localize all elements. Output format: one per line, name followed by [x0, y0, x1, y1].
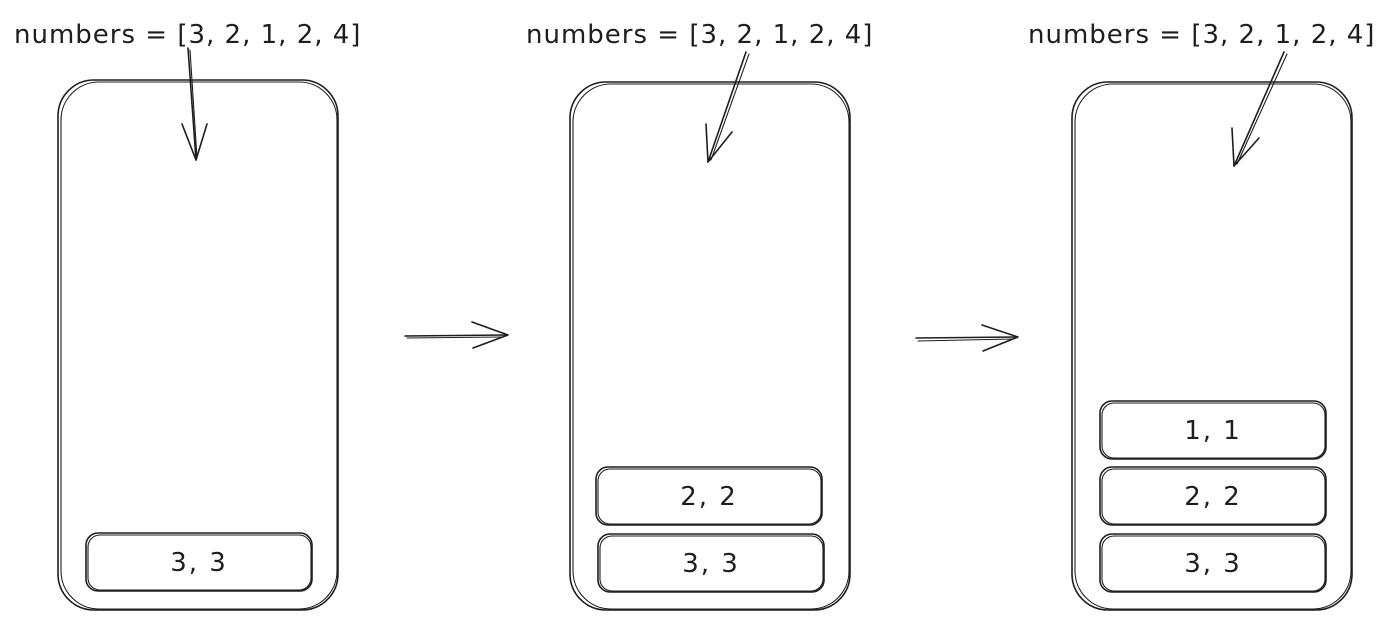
- panel-3-stack-item-1: 1, 1: [1099, 400, 1327, 460]
- panel-1-stack-container: [57, 79, 339, 611]
- panel-3-array-label: numbers = [3, 2, 1, 2, 4]: [1028, 20, 1375, 50]
- panel-3: numbers = [3, 2, 1, 2, 4] 1, 1 2, 2 3, 3: [1028, 20, 1375, 611]
- panel-3-stack-item-3-text: 3, 3: [1184, 549, 1242, 579]
- transition-arrow-2-icon: [915, 324, 1019, 352]
- panel-1: numbers = [3, 2, 1, 2, 4] 3, 3: [14, 20, 361, 611]
- panel-3-stack-item-2: 2, 2: [1099, 466, 1327, 526]
- transition-arrow-1-icon: [404, 321, 509, 349]
- panel-2-pointer-arrow-icon: [705, 51, 750, 163]
- panel-3-stack-item-3: 3, 3: [1099, 533, 1327, 593]
- panel-3-stack-item-1-text: 1, 1: [1184, 416, 1242, 446]
- panel-3-stack-container: [1071, 81, 1353, 611]
- panel-1-array-label: numbers = [3, 2, 1, 2, 4]: [14, 20, 361, 50]
- panel-2-stack-item-2: 3, 3: [597, 533, 825, 593]
- panel-2: numbers = [3, 2, 1, 2, 4] 2, 2 3, 3: [526, 20, 873, 611]
- panel-3-stack-item-2-text: 2, 2: [1184, 482, 1242, 512]
- panel-2-stack-container: [569, 81, 851, 611]
- panel-2-stack-item-1-text: 2, 2: [680, 482, 738, 512]
- panel-2-array-label: numbers = [3, 2, 1, 2, 4]: [526, 20, 873, 50]
- panel-1-stack-item-1: 3, 3: [85, 532, 313, 592]
- panel-3-pointer-arrow-icon: [1231, 51, 1288, 167]
- panel-1-stack-item-1-text: 3, 3: [170, 548, 228, 578]
- panel-2-stack-item-1: 2, 2: [595, 466, 823, 526]
- panel-2-stack-item-2-text: 3, 3: [682, 549, 740, 579]
- panel-1-pointer-arrow-icon: [181, 47, 208, 161]
